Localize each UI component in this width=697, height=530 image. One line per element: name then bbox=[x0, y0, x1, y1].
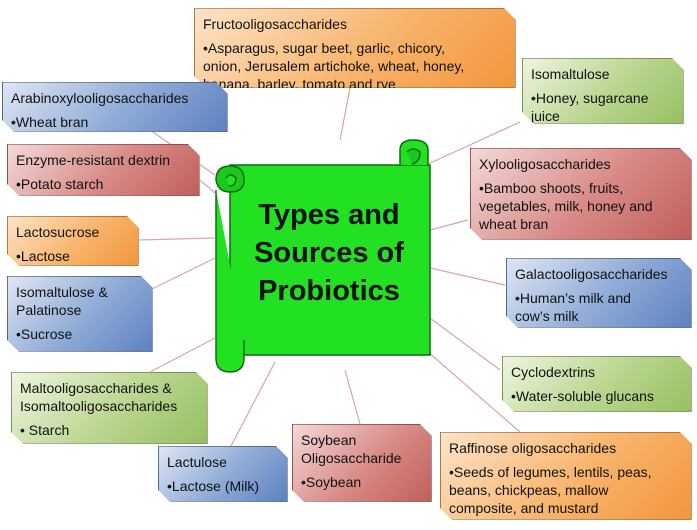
card-malto-isomalto: Maltooligosaccharides & Isomaltooligosac… bbox=[11, 372, 208, 444]
card-enzyme-resistant-dextrin: Enzyme-resistant dextrin •Potato starch bbox=[7, 144, 200, 196]
card-soybean-oligosaccharide: Soybean Oligosaccharide •Soybean bbox=[292, 424, 432, 502]
card-fructooligosaccharides: Fructooligosaccharides •Asparagus, sugar… bbox=[194, 8, 516, 88]
link-isomaltulose bbox=[414, 121, 521, 171]
link-lactosucrose bbox=[137, 237, 216, 241]
center-title: Types and Sources of Probiotics bbox=[254, 199, 404, 307]
card-arabinoxylooligosaccharides: Arabinoxylooligosaccharides •Wheat bran bbox=[2, 82, 228, 132]
link-fructo bbox=[339, 87, 351, 141]
link-xylo bbox=[429, 219, 469, 231]
link-malto bbox=[149, 337, 216, 373]
link-soybean bbox=[344, 369, 361, 425]
scroll-banner bbox=[215, 139, 431, 373]
link-cyclo bbox=[429, 317, 501, 371]
link-enzyme bbox=[199, 179, 216, 194]
card-lactosucrose: Lactosucrose •Lactose bbox=[7, 216, 139, 266]
card-raffinose-oligosaccharides: Raffinose oligosaccharides •Seeds of leg… bbox=[440, 432, 692, 520]
card-isomaltulose-palatinose: Isomaltulose & Palatinose •Sucrose bbox=[7, 276, 153, 352]
card-galactooligosaccharides: Galactooligosaccharides •Human’s milk an… bbox=[506, 258, 692, 328]
link-raffinose bbox=[419, 344, 521, 433]
card-xylooligosaccharides: Xylooligosaccharides •Bamboo shoots, fru… bbox=[470, 148, 692, 240]
link-isopal bbox=[149, 257, 216, 291]
card-lactulose: Lactulose •Lactose (Milk) bbox=[158, 446, 288, 502]
link-galacto bbox=[429, 267, 506, 286]
card-cyclodextrins: Cyclodextrins •Water-soluble glucans bbox=[502, 356, 692, 412]
link-lactulose bbox=[229, 361, 276, 449]
